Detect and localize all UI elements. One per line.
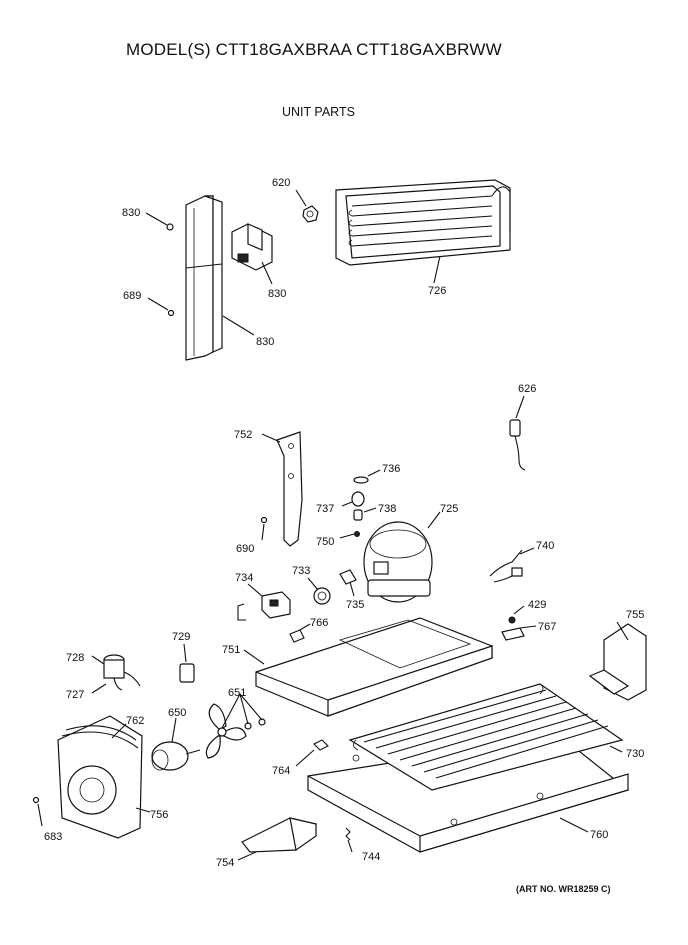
label-651: 651	[228, 687, 246, 699]
label-728: 728	[66, 652, 84, 664]
nut-part-620[interactable]	[302, 205, 319, 223]
label-429: 429	[528, 599, 546, 611]
bracket-plate-part[interactable]	[276, 431, 303, 547]
screw-part-689[interactable]	[167, 309, 175, 317]
fan-motor-part[interactable]	[151, 741, 201, 771]
leader-lines	[37, 189, 629, 861]
capacitor-part-729[interactable]	[179, 663, 195, 683]
label-760: 760	[590, 829, 608, 841]
label-725: 725	[440, 503, 458, 515]
label-650: 650	[168, 707, 186, 719]
power-cord-part[interactable]	[509, 419, 526, 471]
section-subtitle: UNIT PARTS	[282, 105, 355, 119]
stud-part-750[interactable]	[354, 531, 360, 537]
relay-bracket-part[interactable]	[231, 223, 273, 271]
wire-harness-part-727[interactable]	[113, 671, 141, 691]
screw-part-429[interactable]	[508, 616, 516, 624]
condenser-part[interactable]	[335, 179, 511, 266]
clip-part-734[interactable]	[237, 603, 246, 621]
label-766: 766	[310, 617, 328, 629]
sleeve-part-738[interactable]	[353, 509, 363, 521]
label-726: 726	[428, 285, 446, 297]
relay-part-734[interactable]	[261, 591, 291, 619]
spring-clip-part-744[interactable]	[345, 827, 351, 841]
label-830-top: 830	[122, 207, 140, 219]
label-751: 751	[222, 644, 240, 656]
fan-blade-part[interactable]	[205, 703, 266, 759]
screw-part-690[interactable]	[260, 516, 268, 524]
label-756: 756	[150, 809, 168, 821]
grommet-part-736[interactable]	[353, 476, 369, 484]
label-750: 750	[316, 536, 334, 548]
foot-part-754[interactable]	[241, 817, 318, 853]
label-830-bracket: 830	[268, 288, 286, 300]
label-830-channel: 830	[256, 336, 274, 348]
label-733: 733	[292, 565, 310, 577]
vertical-channel-part[interactable]	[185, 195, 223, 361]
overload-part[interactable]	[313, 587, 331, 605]
drier-tube-part[interactable]	[489, 549, 523, 583]
capacitor-part-728[interactable]	[103, 654, 125, 679]
label-730: 730	[626, 748, 644, 760]
label-620: 620	[272, 177, 290, 189]
label-689: 689	[123, 290, 141, 302]
screw-part-683[interactable]	[32, 796, 40, 804]
label-764: 764	[272, 765, 290, 777]
bracket-part-767[interactable]	[501, 627, 525, 641]
label-740: 740	[536, 540, 554, 552]
label-738: 738	[378, 503, 396, 515]
drain-pan-part[interactable]	[307, 735, 630, 853]
label-734: 734	[235, 572, 253, 584]
part-number-labels: 830 620 830 726 689 830 626 752 736 737 …	[44, 177, 644, 869]
label-744: 744	[362, 851, 380, 863]
screw-part-830[interactable]	[166, 223, 174, 231]
clip-part-766[interactable]	[289, 629, 305, 643]
compressor-part[interactable]	[363, 521, 433, 603]
label-752: 752	[234, 429, 252, 441]
label-755: 755	[626, 609, 644, 621]
label-736: 736	[382, 463, 400, 475]
label-767: 767	[538, 621, 556, 633]
clamp-part-735[interactable]	[339, 569, 357, 585]
label-690: 690	[236, 543, 254, 555]
label-762: 762	[126, 715, 144, 727]
label-727: 727	[66, 689, 84, 701]
condenser-coil-part[interactable]	[348, 683, 624, 791]
label-729: 729	[172, 631, 190, 643]
art-number: (ART NO. WR18259 C)	[516, 884, 611, 894]
label-754: 754	[216, 857, 234, 869]
label-626: 626	[518, 383, 536, 395]
bracket-part-755[interactable]	[588, 623, 647, 701]
base-frame-part[interactable]	[255, 617, 493, 717]
label-737: 737	[316, 503, 334, 515]
grommet-part-737[interactable]	[351, 491, 365, 507]
clip-part-764[interactable]	[313, 739, 329, 751]
page-title: MODEL(S) CTT18GAXBRAA CTT18GAXBRWW	[126, 40, 502, 59]
fan-shroud-part[interactable]	[57, 715, 143, 839]
label-683: 683	[44, 831, 62, 843]
label-735: 735	[346, 599, 364, 611]
